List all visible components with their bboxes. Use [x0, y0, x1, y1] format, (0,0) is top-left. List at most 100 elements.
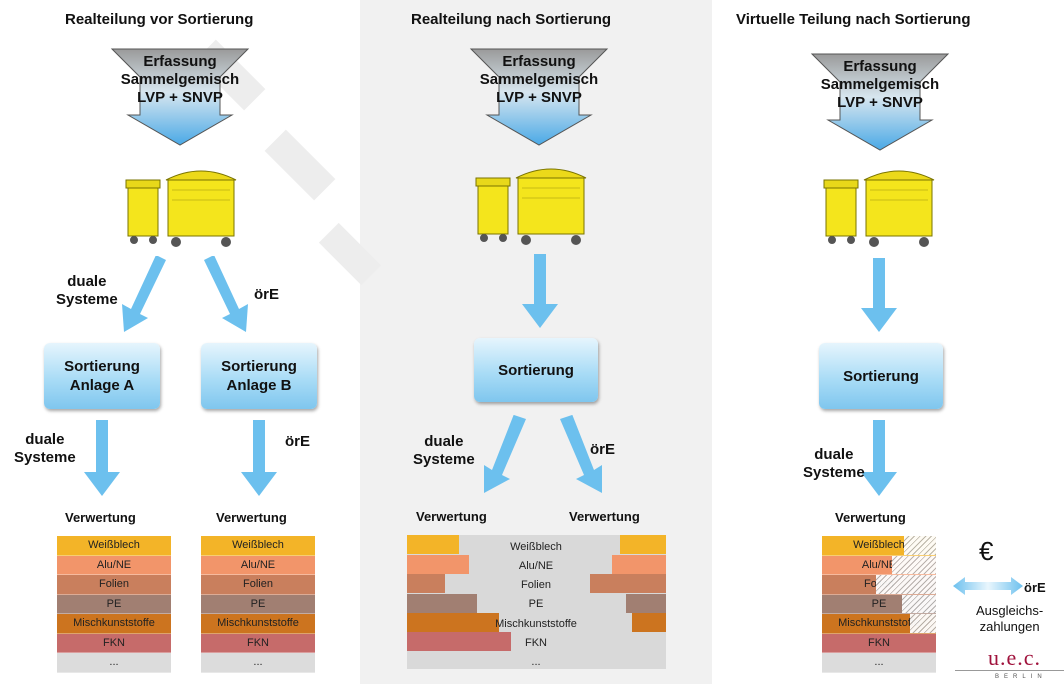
watermark-mark — [264, 129, 336, 201]
after-label-duale: duale Systeme — [14, 431, 76, 467]
material-text: PE — [871, 597, 887, 610]
hatch-share — [892, 555, 936, 574]
ausgleich-label: Ausgleichs- zahlungen — [976, 603, 1043, 635]
material-row: Weißblech — [822, 536, 936, 556]
material-bar-ore — [612, 555, 666, 574]
material-stack-a: Weißblech Alu/NE Folien PE Mischkunststo… — [57, 536, 171, 673]
flow-arrow-icon — [84, 420, 120, 496]
after-label-ore: örE — [590, 441, 616, 458]
material-bar-ore — [590, 574, 666, 593]
hatch-share — [902, 594, 936, 613]
material-row: Alu/NE — [822, 555, 936, 575]
material-label: Alu/NE — [518, 560, 554, 572]
sort-line: Sortierung — [64, 358, 140, 375]
intake-line-2: Sammelgemisch — [120, 71, 240, 88]
label-line: Systeme — [14, 449, 76, 466]
sort-box: Sortierung — [474, 338, 598, 402]
hatch-share — [910, 614, 936, 633]
material-row: Folien — [201, 575, 315, 595]
material-bar-duale — [407, 594, 477, 613]
flow-arrow-icon — [522, 254, 558, 328]
flow-arrow-icon — [241, 420, 277, 496]
material-bar-duale — [407, 535, 459, 554]
waste-bins-icon — [823, 170, 935, 247]
material-bar-ore — [632, 613, 666, 632]
material-stack-b: Weißblech Alu/NE Folien PE Mischkunststo… — [201, 536, 315, 673]
material-bar-ore — [626, 594, 666, 613]
label-line: Systeme — [56, 291, 118, 308]
hatch-share — [876, 575, 936, 594]
material-row: ... — [822, 653, 936, 673]
label-line: Systeme — [413, 451, 475, 468]
intake-funnel-arrow-icon — [469, 48, 609, 146]
material-row: FKN — [822, 633, 936, 653]
material-row: ... — [201, 653, 315, 673]
panel-1-title: Realteilung vor Sortierung — [65, 11, 254, 28]
after-label-duale: duale Systeme — [803, 446, 865, 482]
material-row: FKN — [57, 633, 171, 653]
split-label-ore: örE — [254, 286, 280, 303]
after-label-duale: duale Systeme — [413, 433, 475, 469]
after-label-ore: örE — [285, 433, 311, 450]
sort-line: Anlage A — [69, 377, 135, 394]
material-text: Weißblech — [853, 539, 905, 551]
flow-arrow-icon — [204, 256, 248, 332]
material-label: FKN — [525, 637, 547, 649]
material-row: PE — [201, 594, 315, 614]
intake-funnel-arrow-icon — [810, 53, 950, 151]
material-bar-ore — [620, 535, 666, 554]
flow-arrow-icon — [560, 415, 602, 493]
intake-line-3: LVP + SNVP — [837, 94, 923, 111]
intake-funnel-arrow-icon — [110, 48, 250, 146]
intake-line-1: Erfassung — [502, 53, 576, 70]
sort-line: Anlage B — [226, 377, 292, 394]
intake-line-1: Erfassung — [843, 58, 917, 75]
verwertung-label: Verwertung — [216, 510, 287, 525]
label-line: duale — [67, 273, 107, 290]
material-bar-duale — [407, 632, 511, 651]
material-label: Mischkunststoffe — [495, 618, 577, 630]
material-stack-virtual: Weißblech Alu/NE Folien PE Mischkunststo… — [822, 536, 936, 673]
material-row: PE — [822, 594, 936, 614]
material-row: FKN — [201, 633, 315, 653]
material-text: Alu/NE — [861, 558, 897, 571]
label-line: zahlungen — [979, 619, 1040, 634]
intake-label: Erfassung Sammelgemisch LVP + SNVP — [810, 58, 950, 112]
material-label: PE — [528, 598, 544, 610]
flow-arrow-icon — [861, 420, 897, 496]
waste-bins-icon — [125, 170, 237, 247]
material-row: PE — [57, 594, 171, 614]
panel-3-title: Virtuelle Teilung nach Sortierung — [736, 11, 971, 28]
material-bar-duale — [407, 613, 499, 632]
flow-arrow-icon — [122, 256, 166, 332]
material-label: ... — [531, 656, 541, 668]
label-line: duale — [25, 431, 65, 448]
sort-box: Sortierung — [819, 343, 943, 409]
intake-label: Erfassung Sammelgemisch LVP + SNVP — [469, 53, 609, 107]
euro-symbol: € — [979, 536, 994, 566]
material-label: Folien — [521, 579, 551, 591]
double-arrow-icon — [953, 577, 1023, 595]
material-row: ... — [57, 653, 171, 673]
label-line: duale — [424, 433, 464, 450]
material-row: Weißblech — [201, 536, 315, 556]
material-row: Mischkunststoffe — [57, 614, 171, 634]
intake-line-3: LVP + SNVP — [137, 89, 223, 106]
label-line: duale — [814, 446, 854, 463]
material-row: Mischkunststoffe — [201, 614, 315, 634]
ore-label: örE — [1024, 580, 1046, 595]
uec-logo: u.e.c. — [988, 645, 1042, 670]
material-bar-duale — [407, 555, 469, 574]
waste-bins-icon — [475, 168, 587, 245]
intake-label: Erfassung Sammelgemisch LVP + SNVP — [110, 53, 250, 107]
verwertung-label: Verwertung — [835, 510, 906, 525]
material-bar-duale — [407, 574, 445, 593]
sort-line: Sortierung — [221, 358, 297, 375]
intake-line-3: LVP + SNVP — [496, 89, 582, 106]
verwertung-label: Verwertung — [569, 509, 640, 524]
verwertung-label: Verwertung — [65, 510, 136, 525]
hatch-share — [904, 536, 936, 555]
flow-arrow-icon — [861, 258, 897, 332]
intake-line-1: Erfassung — [143, 53, 217, 70]
